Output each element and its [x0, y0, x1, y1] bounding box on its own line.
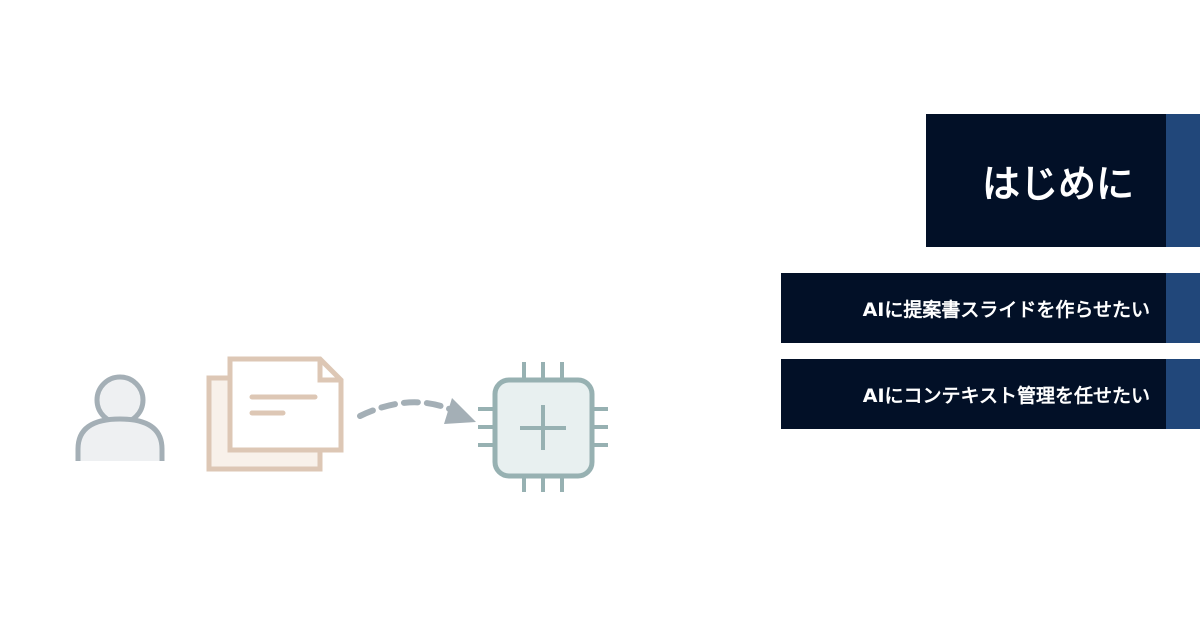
topic-tag: AIに提案書スライドを作らせたい: [781, 273, 1200, 343]
dashed-curved-arrow-icon: [357, 398, 476, 424]
topic-label: AIに提案書スライドを作らせたい: [781, 273, 1166, 343]
ai-chip-icon: [478, 362, 608, 492]
page-title: はじめに: [926, 114, 1166, 247]
tag-accent-bar: [1166, 359, 1200, 429]
person-icon: [75, 374, 165, 461]
topic-label: AIにコンテキスト管理を任せたい: [781, 359, 1166, 429]
title-tag: はじめに: [926, 114, 1200, 247]
topic-tag: AIにコンテキスト管理を任せたい: [781, 359, 1200, 429]
tag-accent-bar: [1166, 273, 1200, 343]
documents-icon: [206, 356, 344, 472]
tag-accent-bar: [1166, 114, 1200, 247]
